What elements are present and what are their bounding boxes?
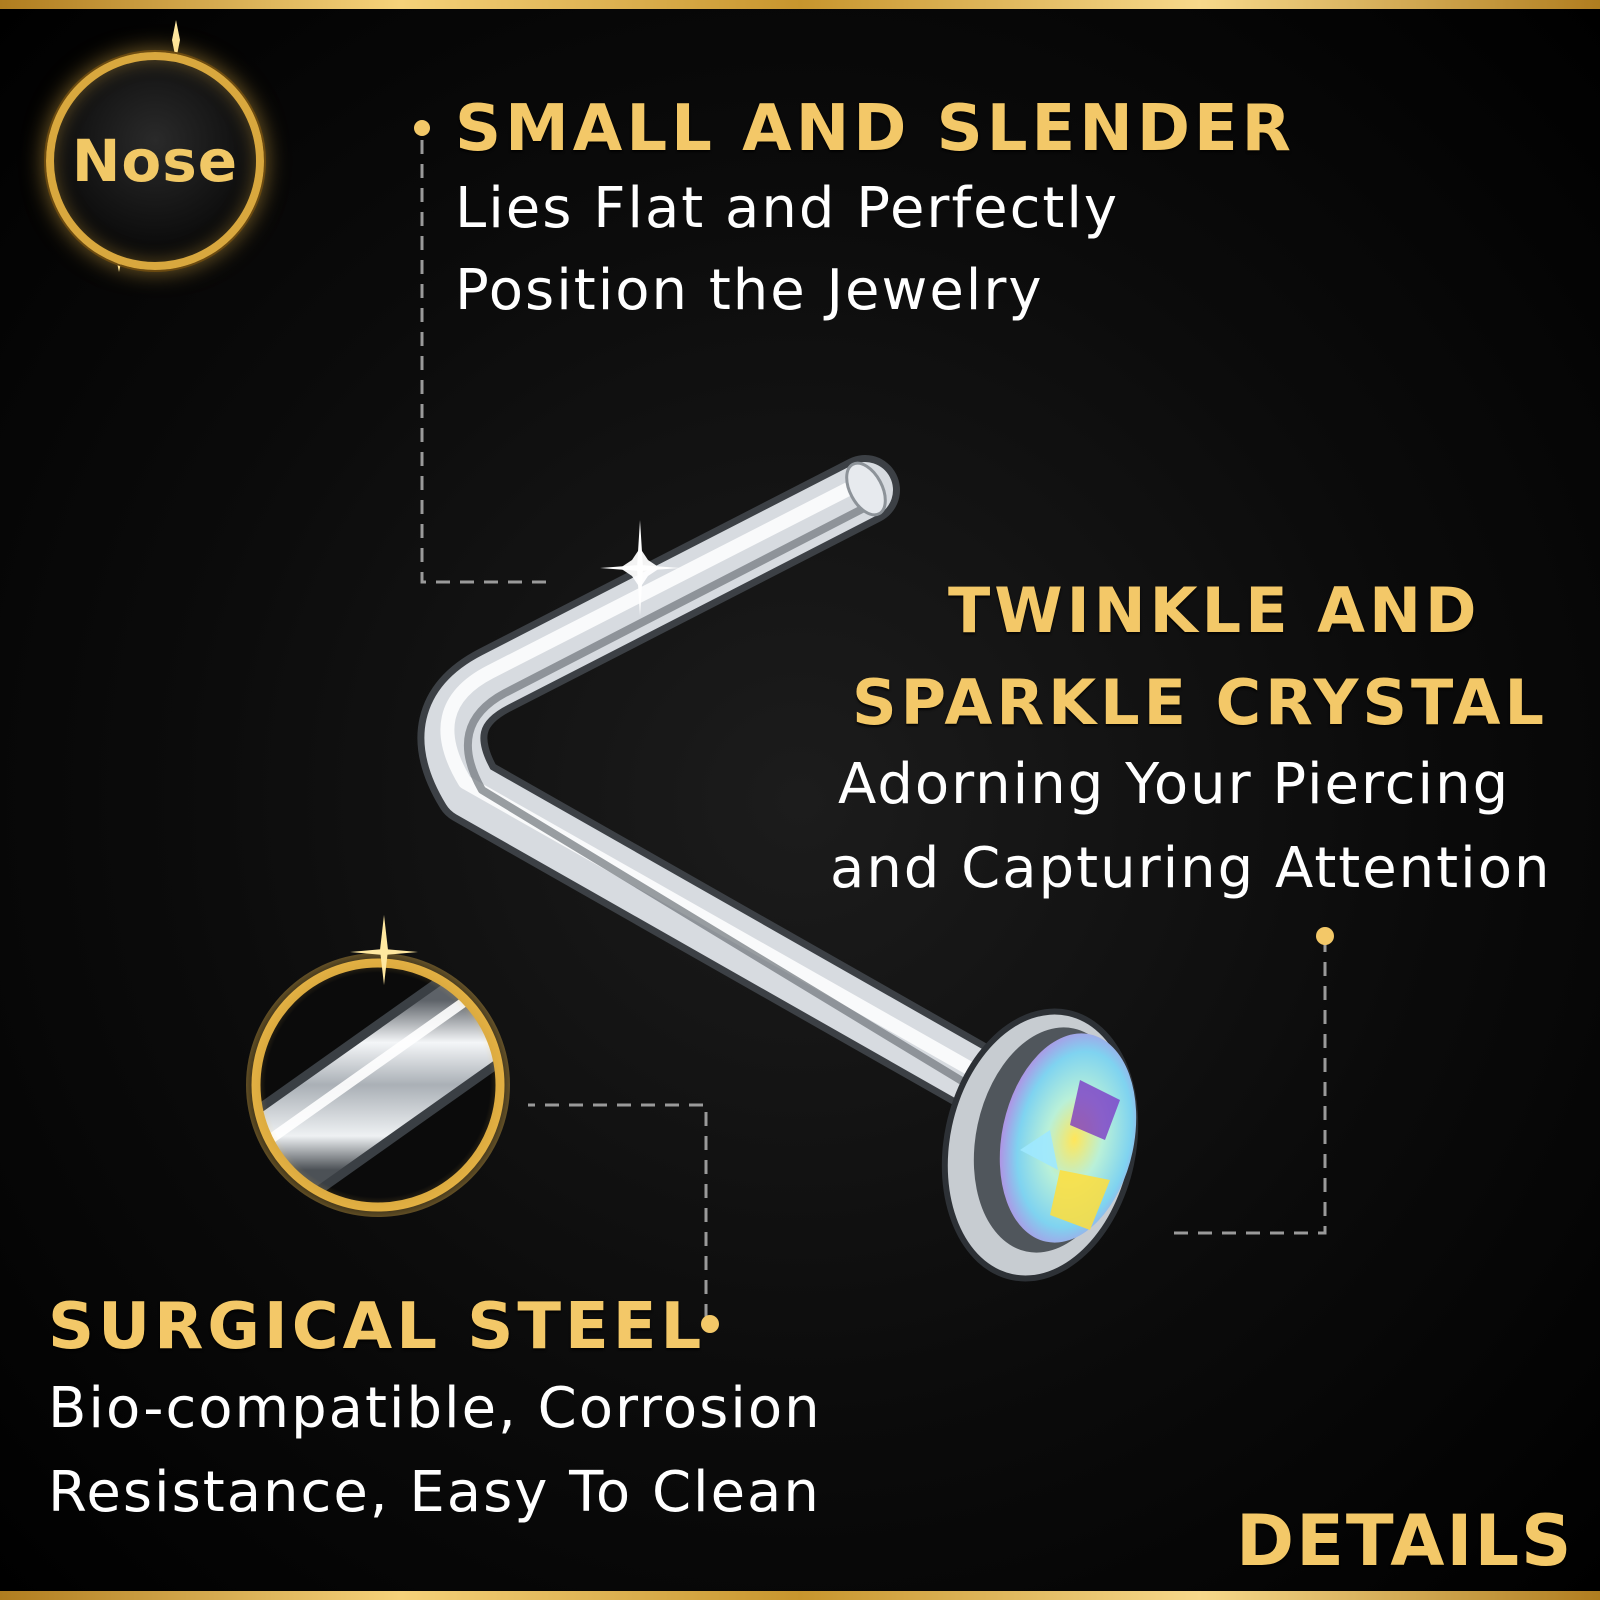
top-gold-border (0, 0, 1600, 9)
feature-3-heading: SURGICAL STEEL (48, 1290, 706, 1364)
feature-1-heading: SMALL AND SLENDER (455, 92, 1295, 166)
feature-2-heading-line-1: TWINKLE AND (948, 574, 1481, 647)
leader-dots (414, 120, 1334, 1333)
feature-2-description-line-2: and Capturing Attention (830, 836, 1552, 901)
feature-1-description-line-2: Position the Jewelry (455, 258, 1044, 323)
leader-lines (420, 140, 1327, 1318)
category-badge: Nose (46, 52, 264, 270)
feature-3-description-line-1: Bio-compatible, Corrosion (48, 1376, 822, 1441)
feature-1-description-line-1: Lies Flat and Perfectly (455, 176, 1120, 241)
crystal-bezel (941, 1008, 1139, 1282)
badge-label: Nose (71, 127, 239, 195)
zoom-detail-circle (246, 915, 510, 1217)
bottom-gold-border (0, 1591, 1600, 1600)
sparkle-icons (600, 520, 680, 616)
feature-3-description-line-2: Resistance, Easy To Clean (48, 1460, 821, 1525)
feature-2-description-line-1: Adorning Your Piercing (838, 752, 1511, 817)
steel-post (417, 455, 1015, 1115)
feature-2-heading-line-2: SPARKLE CRYSTAL (852, 666, 1548, 739)
details-label: DETAILS (1236, 1500, 1574, 1582)
